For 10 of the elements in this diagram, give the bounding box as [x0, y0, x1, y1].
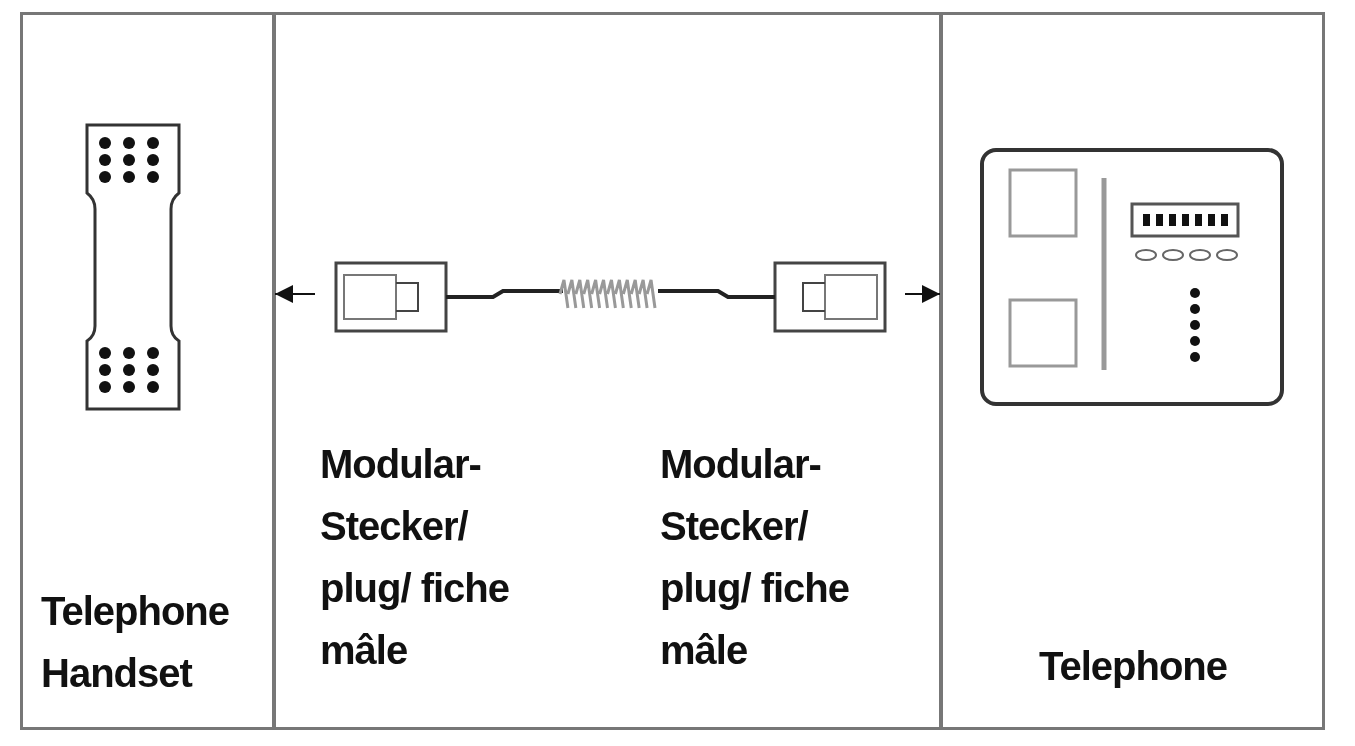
- panel: [20, 12, 275, 730]
- panel: [940, 12, 1325, 730]
- coiled-cable: [558, 278, 657, 310]
- caption-text: Telephone: [1037, 643, 1229, 690]
- caption-text: Modular- Stecker/ plug/ fiche mâle: [660, 441, 850, 674]
- arrow: [274, 285, 316, 303]
- arrow: [904, 285, 941, 303]
- panel: [273, 12, 942, 730]
- caption-text: Modular- Stecker/ plug/ fiche mâle: [320, 441, 510, 674]
- caption-text: Telephone Handset: [41, 588, 231, 697]
